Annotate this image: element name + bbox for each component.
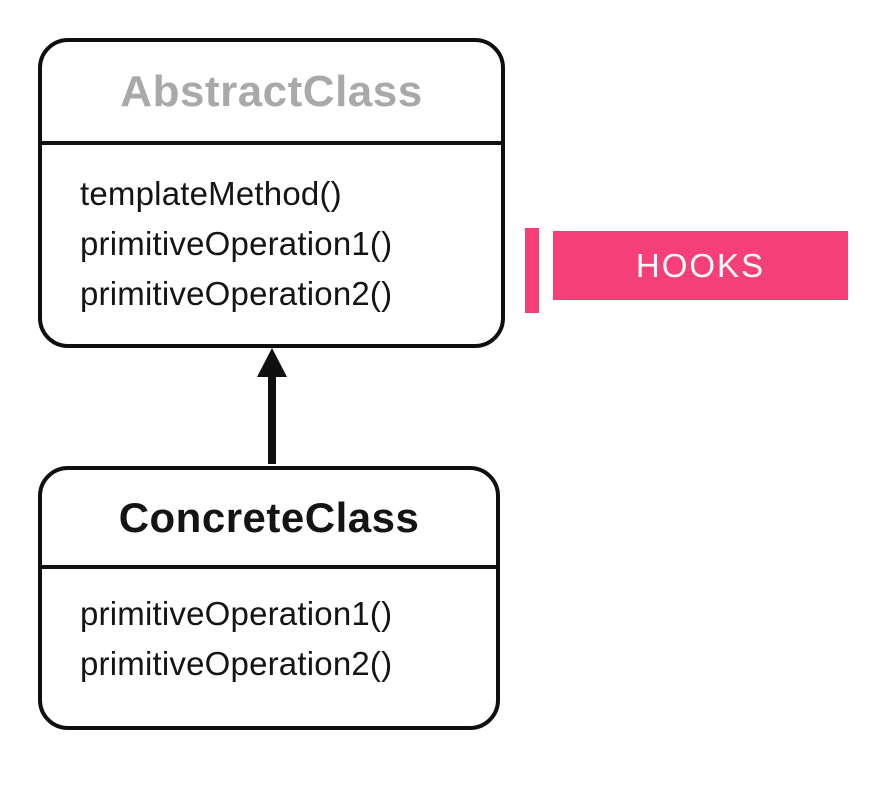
- concrete-class-box: ConcreteClass primitiveOperation1() prim…: [38, 466, 500, 730]
- abstract-class-method-list: templateMethod() primitiveOperation1() p…: [42, 145, 501, 344]
- abstract-class-header: AbstractClass: [42, 42, 501, 145]
- concrete-class-header: ConcreteClass: [42, 470, 496, 569]
- abstract-class-title: AbstractClass: [120, 66, 423, 116]
- inheritance-arrow-shaft: [268, 374, 276, 464]
- method-item: primitiveOperation1(): [80, 225, 393, 262]
- method-item: primitiveOperation2(): [80, 645, 393, 682]
- method-item: templateMethod(): [80, 175, 342, 212]
- method-item: primitiveOperation2(): [80, 275, 393, 312]
- hooks-badge: HOOKS: [553, 231, 848, 300]
- method-item: primitiveOperation1(): [80, 595, 393, 632]
- abstract-class-box: AbstractClass templateMethod() primitive…: [38, 38, 505, 348]
- concrete-class-title: ConcreteClass: [118, 493, 420, 541]
- inheritance-arrow-head-icon: [257, 348, 287, 377]
- hooks-label: HOOKS: [635, 246, 766, 284]
- concrete-class-method-list: primitiveOperation1() primitiveOperation…: [42, 569, 496, 726]
- hooks-tick-bar: [525, 228, 539, 313]
